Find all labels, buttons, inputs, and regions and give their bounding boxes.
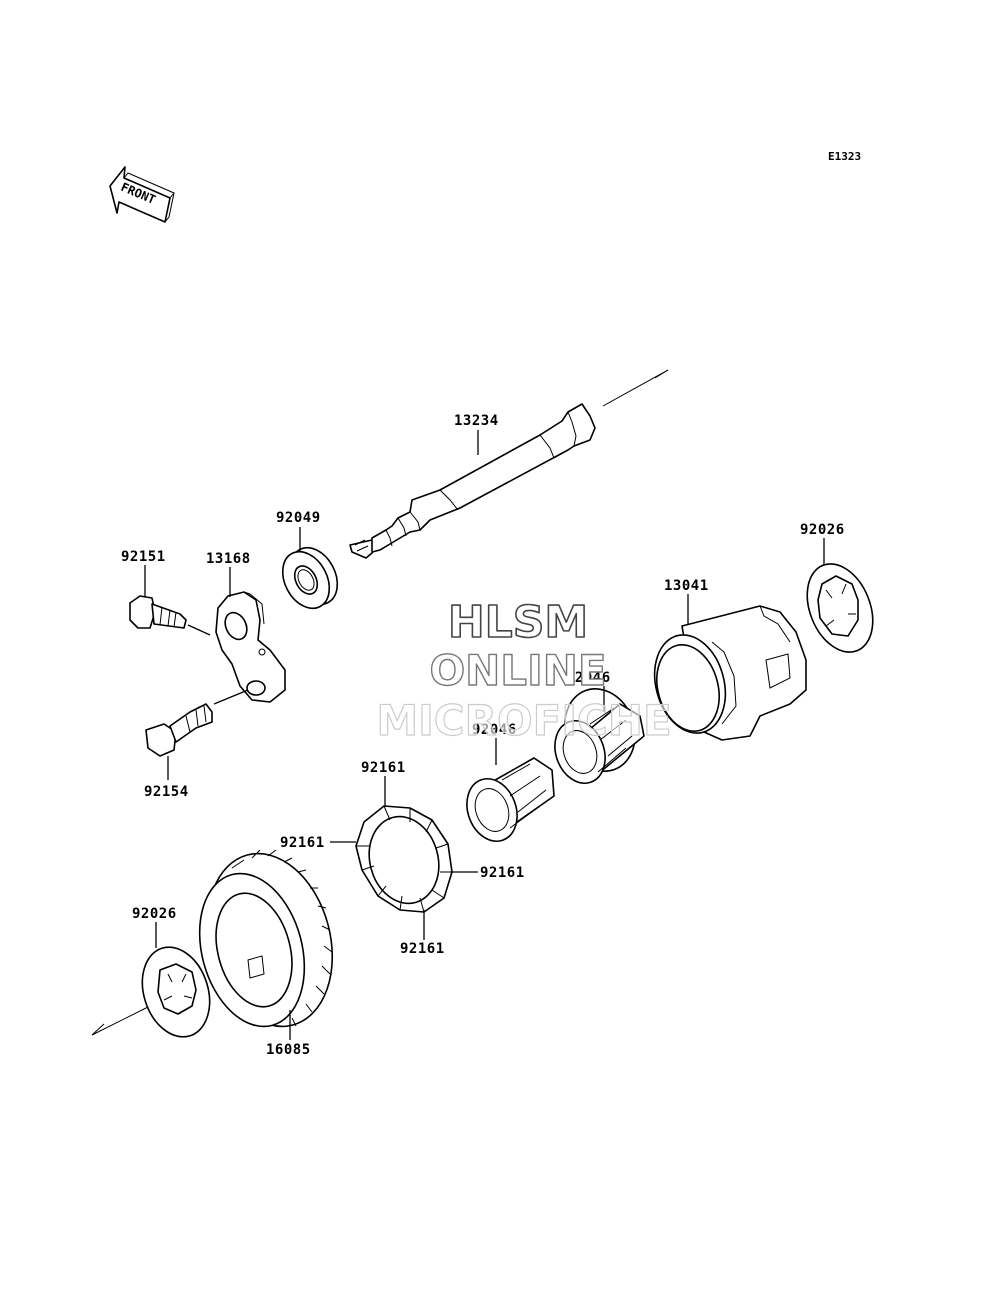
needle-bearing-lower-part [466,757,555,842]
retainer-right-part [806,563,874,653]
part-label-92046-lower: 92046 [472,722,517,738]
diagram-code: E1323 [828,150,861,163]
part-label-92161-top: 92161 [361,760,406,776]
part-label-92161-bottom: 92161 [400,941,445,957]
watermark: HLSM ONLINE MICROFICHE [376,596,672,745]
clutch-rollers-part [355,805,453,913]
part-label-92046-upper: 92046 [566,670,611,686]
watermark-line2: ONLINE [429,646,606,695]
clutch-housing-part [653,605,807,741]
part-label-92026-left: 92026 [132,906,177,922]
axis-line-bottom [91,1004,153,1036]
needle-bearing-upper-part [554,688,645,784]
axis-line-top [602,369,669,407]
part-label-16085: 16085 [266,1042,311,1058]
part-label-92049: 92049 [276,510,321,526]
part-label-13041: 13041 [664,578,709,594]
retainer-left-part [141,946,211,1038]
front-arrow-icon: FRONT [109,166,175,223]
oil-seal-part [281,546,339,610]
bolt-lower-part [145,703,213,757]
part-label-92161-left: 92161 [280,835,325,851]
watermark-line3: MICROFICHE [376,696,671,745]
part-label-92151: 92151 [121,549,166,565]
lever-part [215,591,286,703]
part-label-92026-right: 92026 [800,522,845,538]
watermark-line1: HLSM [448,597,588,648]
gear-part [198,849,334,1028]
bolt-upper-part [129,595,187,629]
part-label-13234: 13234 [454,413,499,429]
part-label-13168: 13168 [206,551,251,567]
shaft-part [349,403,596,559]
part-label-92154: 92154 [144,784,189,800]
part-label-92161-right: 92161 [480,865,525,881]
